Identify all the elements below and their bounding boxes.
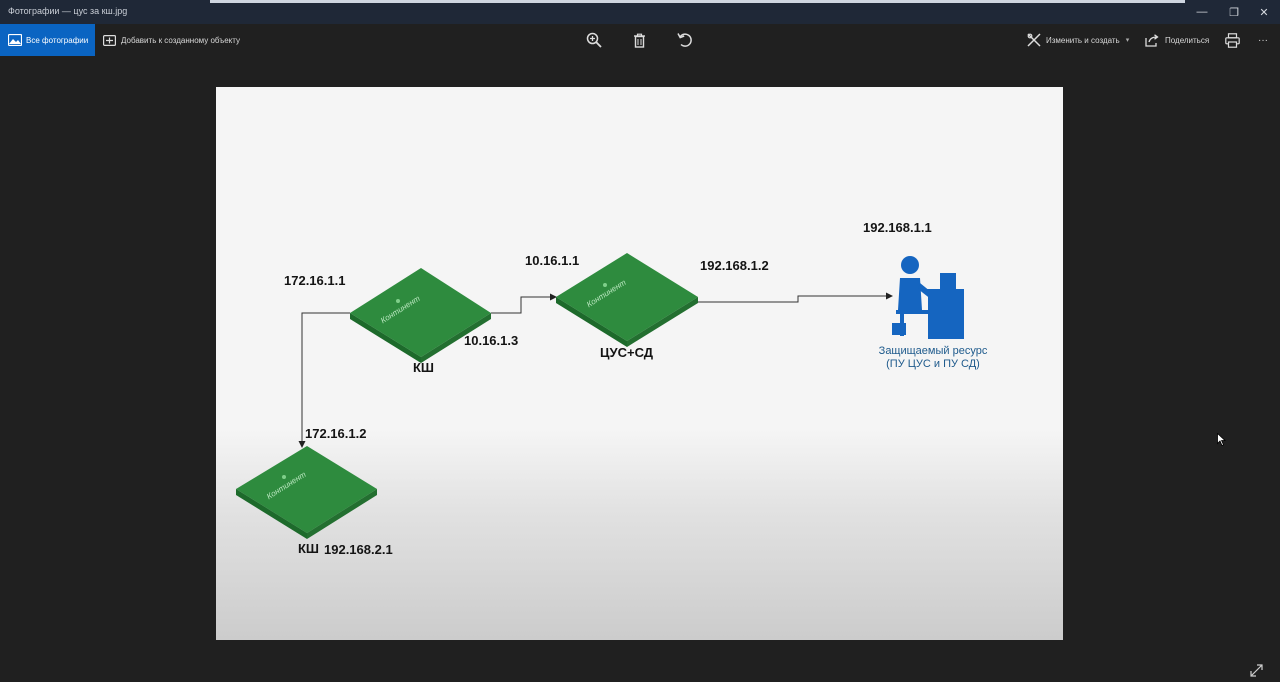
print-icon: [1225, 32, 1240, 48]
link-cus-to-resource: [698, 292, 893, 303]
resource-caption-line1: Защищаемый ресурс: [878, 345, 988, 357]
ip-192-168-2-1: 192.168.2.1: [324, 542, 393, 557]
rotate-icon: [677, 32, 693, 48]
share-label: Поделиться: [1165, 35, 1210, 45]
print-button[interactable]: [1225, 24, 1240, 56]
photo-viewer[interactable]: Континент Континент Континент 172.16.1.1…: [216, 87, 1063, 640]
gateway-bottom-device: [236, 446, 377, 539]
zoom-in-icon: [586, 32, 602, 48]
close-button[interactable]: ✕: [1259, 6, 1269, 19]
gateway-top-device: [350, 268, 491, 363]
resource-caption: Защищаемый ресурс (ПУ ЦУС и ПУ СД): [868, 345, 998, 371]
restore-button[interactable]: ❐: [1229, 6, 1239, 19]
link-kш-to-cus: [491, 293, 557, 314]
add-to-album-icon: [103, 34, 116, 46]
delete-button[interactable]: [633, 24, 646, 56]
ip-192-168-1-2: 192.168.1.2: [700, 258, 769, 273]
link-kш-to-kш2: [298, 312, 350, 448]
mouse-cursor-icon: [1217, 432, 1227, 451]
ip-172-16-1-2: 172.16.1.2: [305, 426, 367, 441]
share-button[interactable]: Поделиться: [1145, 24, 1209, 56]
add-to-creation-label: Добавить к созданному объекту: [121, 35, 241, 45]
toolbar: Все фотографии Добавить к созданному объ…: [0, 24, 1280, 56]
window-title: Фотографии — цус за кш.jpg: [8, 6, 128, 16]
central-device: [556, 253, 698, 347]
fullscreen-expand-icon[interactable]: [1250, 664, 1263, 682]
edit-create-label: Изменить и создать: [1046, 35, 1120, 45]
gateway-bottom-label: КШ: [298, 541, 319, 556]
more-button[interactable]: ···: [1258, 34, 1268, 46]
network-diagram: [236, 253, 964, 539]
ip-172-16-1-1: 172.16.1.1: [284, 273, 346, 288]
share-icon: [1145, 33, 1159, 47]
ip-192-168-1-1: 192.168.1.1: [863, 220, 932, 235]
title-bar: Фотографии — цус за кш.jpg — ❐ ✕: [0, 0, 1280, 24]
gateway-top-label: КШ: [413, 360, 434, 375]
resource-caption-line2: (ПУ ЦУС и ПУ СД): [886, 358, 980, 370]
zoom-in-button[interactable]: [586, 24, 602, 56]
delete-icon: [633, 33, 646, 48]
chevron-down-icon: ▾: [1125, 37, 1130, 44]
ip-10-16-1-1: 10.16.1.1: [525, 253, 580, 268]
minimize-button[interactable]: —: [1196, 6, 1208, 18]
add-to-creation-button[interactable]: Добавить к созданному объекту: [103, 24, 240, 56]
user-workstation-icon: [892, 256, 964, 339]
central-label: ЦУС+СД: [600, 345, 654, 360]
rotate-button[interactable]: [677, 24, 693, 56]
all-photos-label: Все фотографии: [26, 35, 89, 45]
loading-bar: [210, 0, 1185, 3]
edit-create-button[interactable]: Изменить и создать ▾: [1027, 24, 1129, 56]
ip-10-16-1-3: 10.16.1.3: [464, 333, 519, 348]
photos-icon: [8, 34, 22, 46]
edit-icon: [1027, 33, 1041, 47]
all-photos-button[interactable]: Все фотографии: [0, 24, 95, 56]
